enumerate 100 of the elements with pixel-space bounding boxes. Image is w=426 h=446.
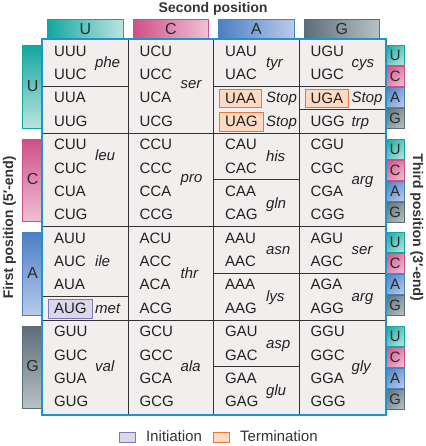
codon-text: ACU	[140, 228, 172, 248]
amino-acid-text: Stop	[266, 112, 297, 131]
codon-text: AGA	[310, 275, 342, 294]
codon-text: UCU	[140, 42, 172, 61]
amino-acid-text: pro	[180, 168, 202, 187]
codon-text: CGA	[310, 182, 344, 201]
amino-acid-text: thr	[180, 264, 198, 283]
amino-acid-text: gln	[266, 194, 286, 213]
codon-group-cell	[214, 320, 300, 368]
termination-codon: UAG	[219, 112, 264, 132]
codon-text: UAC	[225, 65, 257, 84]
amino-acid-text: gly	[352, 357, 371, 376]
codon-text: UGC	[310, 65, 344, 84]
codon-group-cell	[43, 134, 128, 227]
codon-group-cell	[214, 40, 300, 87]
second-base-tab: A	[218, 19, 294, 40]
legend-text: Termination	[240, 428, 318, 445]
codon-text: UAU	[225, 42, 257, 61]
codon-group-cell	[43, 227, 128, 298]
codon-text: UCC	[140, 65, 172, 84]
amino-acid-text: Stop	[352, 88, 382, 108]
codon-text: CUA	[54, 182, 86, 201]
codon-text: CUC	[54, 158, 86, 178]
amino-acid-text: met	[95, 298, 120, 318]
third-base-tab: U	[385, 45, 405, 66]
third-base-tab: G	[385, 295, 405, 316]
amino-acid-text: arg	[352, 287, 374, 306]
first-base-tab: G	[22, 326, 43, 409]
amino-acid-text: tyr	[266, 53, 283, 72]
codon-text: ACA	[140, 275, 170, 294]
codon-group-cell	[214, 180, 300, 227]
amino-acid-text: arg	[352, 170, 374, 190]
third-base-tab: G	[385, 108, 405, 129]
codon-text: CGU	[310, 135, 344, 154]
codon-text: AUC	[54, 252, 86, 272]
axis-title: Third position (3′-end)	[410, 153, 426, 301]
codon-group-cell	[128, 227, 214, 320]
codon-text: UGU	[310, 42, 344, 61]
codon-text: AAU	[225, 228, 256, 248]
axis-title: Second position	[158, 0, 268, 15]
codon-group-cell	[128, 40, 214, 134]
codon-text: ACC	[140, 252, 172, 272]
codon-text: CCA	[140, 182, 172, 201]
codon-text: CGG	[310, 205, 345, 224]
amino-acid-text: cys	[352, 53, 374, 72]
second-base-tab: G	[304, 19, 380, 40]
codon-text: CAA	[225, 182, 256, 201]
codon-text: CAC	[225, 158, 257, 178]
codon-text: CCG	[140, 205, 173, 224]
codon-text: GUC	[54, 346, 88, 365]
codon-text: GAC	[225, 346, 258, 365]
codon-group-cell	[43, 40, 128, 87]
codon-text: CUG	[54, 205, 88, 224]
codon-text: CAG	[225, 205, 258, 224]
codon-text: AGC	[310, 252, 344, 272]
codon-text: AUA	[54, 275, 85, 294]
codon-group-cell	[214, 227, 300, 274]
codon-text: AAG	[225, 298, 257, 318]
codon-text: AGU	[310, 228, 344, 248]
codon-text: GCC	[140, 346, 173, 365]
first-base-tab: A	[22, 232, 43, 316]
codon-text: GCU	[140, 322, 173, 342]
amino-acid-text: his	[266, 146, 286, 166]
codon-text: UCG	[140, 112, 173, 131]
amino-acid-text: val	[95, 357, 114, 376]
codon-group-cell	[43, 297, 128, 320]
amino-acid-text: trp	[352, 112, 370, 131]
codon-text: UUA	[54, 88, 86, 108]
codon-text: GAA	[225, 368, 257, 388]
codon-group-cell	[128, 134, 214, 227]
codon-text: GAG	[225, 392, 258, 412]
termination-codon: UGA	[304, 88, 350, 108]
codon-text: UUG	[54, 112, 88, 131]
codon-text: CCC	[140, 158, 172, 178]
codon-group-cell	[43, 86, 128, 134]
first-base-tab: C	[22, 138, 43, 222]
third-base-tab: U	[385, 138, 405, 160]
codon-text: AUU	[54, 228, 86, 248]
codon-text: GGU	[310, 322, 345, 342]
codon-text: GGC	[310, 346, 345, 365]
third-base-tab: U	[385, 326, 405, 346]
amino-acid-text: ala	[180, 357, 201, 376]
amino-acid-text: glu	[266, 380, 286, 400]
codon-text: AGG	[310, 298, 344, 318]
first-base-tab: U	[22, 45, 43, 128]
codon-group-cell	[214, 134, 300, 180]
third-base-tab: C	[385, 253, 405, 274]
codon-table-frame	[41, 38, 387, 416]
codon-text: GGA	[310, 368, 344, 388]
codon-text: UUC	[54, 65, 86, 84]
codon-text: CCU	[140, 135, 172, 154]
amino-acid-text: ser	[352, 240, 372, 260]
axis-title: First position (5′-end)	[0, 156, 16, 298]
amino-acid-text: ile	[95, 252, 110, 272]
amino-acid-text: leu	[95, 146, 116, 165]
codon-text: GAU	[225, 322, 258, 342]
codon-text: GCG	[140, 392, 174, 412]
codon-text: ACG	[140, 298, 172, 318]
codon-text: UUU	[54, 42, 86, 61]
third-base-tab: A	[385, 87, 405, 108]
